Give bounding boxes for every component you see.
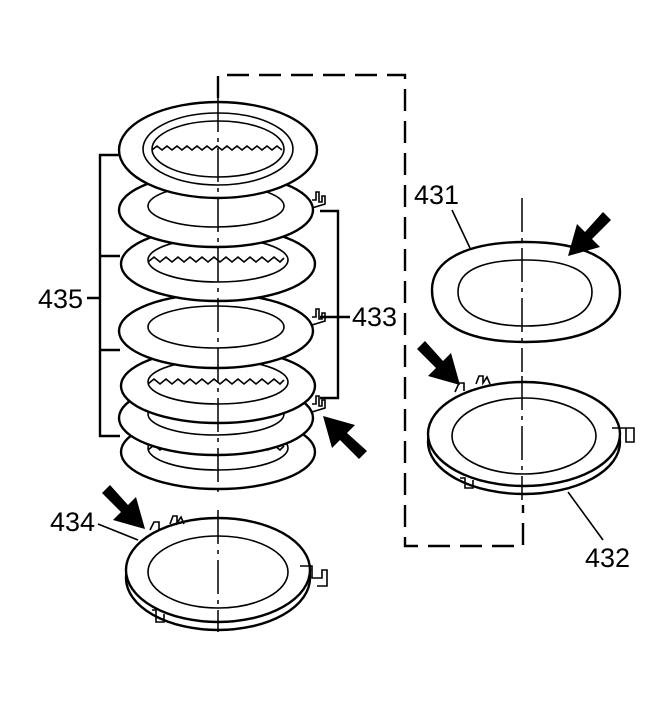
label-432: 432 bbox=[585, 543, 630, 573]
leader-434 bbox=[97, 523, 139, 541]
steel-plate-2 bbox=[117, 292, 326, 370]
arrow-backing-plate bbox=[102, 485, 145, 529]
arrow-pressure-plate bbox=[417, 341, 460, 385]
label-431: 431 bbox=[414, 180, 459, 210]
alignment-leader bbox=[216, 73, 525, 548]
arrow-steel-plate bbox=[323, 416, 367, 459]
bracket-435 bbox=[87, 153, 120, 438]
label-434: 434 bbox=[50, 507, 95, 537]
leader-432 bbox=[567, 491, 604, 541]
pressure-plate bbox=[426, 375, 635, 500]
leader-431 bbox=[451, 209, 471, 249]
wave-plate bbox=[430, 198, 622, 372]
backing-plate bbox=[124, 510, 328, 632]
label-435: 435 bbox=[38, 284, 83, 314]
label-433: 433 bbox=[352, 302, 397, 332]
arrow-wave-plate bbox=[568, 212, 611, 256]
clutch-stack bbox=[117, 98, 326, 495]
bracket-433 bbox=[320, 209, 350, 400]
